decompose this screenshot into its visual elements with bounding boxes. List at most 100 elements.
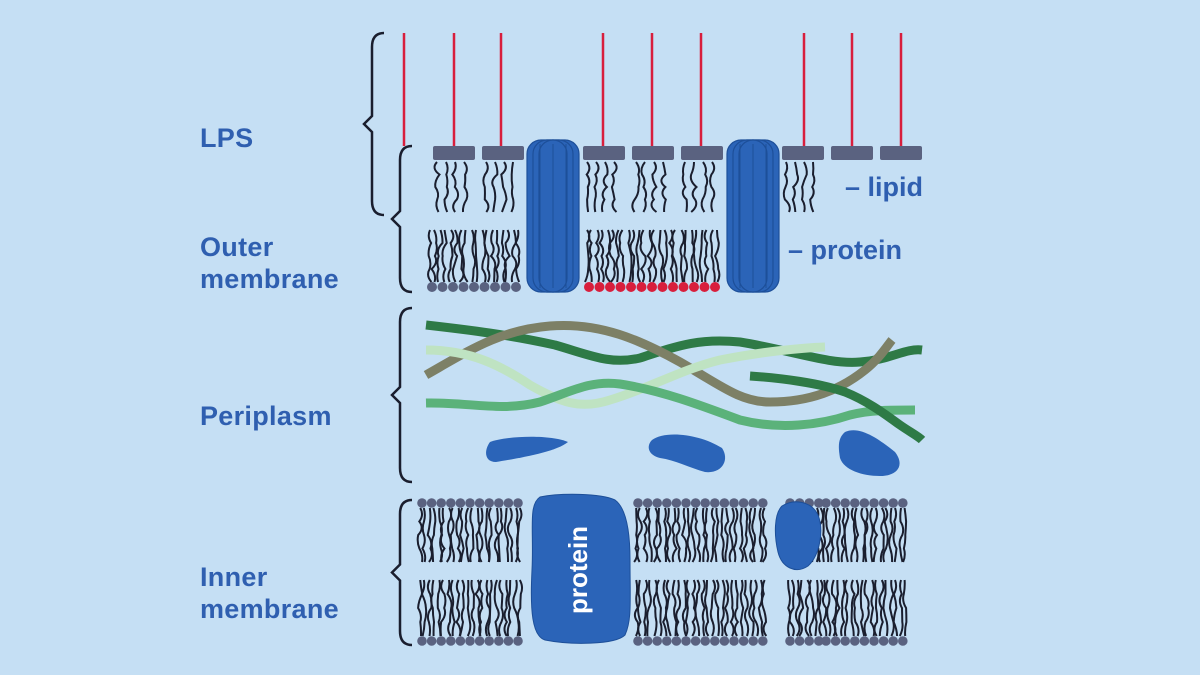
lipid-tail <box>497 507 504 563</box>
lipid-head <box>840 636 850 646</box>
lipid-head <box>758 498 768 508</box>
lipid-tail <box>459 507 465 563</box>
lipid-a-head <box>636 282 647 292</box>
lipid-tail <box>436 229 444 283</box>
lipid-tail <box>723 579 730 637</box>
lipid-head <box>738 498 749 508</box>
lipid-tail <box>417 579 424 637</box>
lipid-head <box>500 282 511 292</box>
lps-head-block <box>681 146 723 160</box>
lipid-head <box>671 636 682 646</box>
lipid-a-head <box>668 282 678 292</box>
lipid-tail <box>506 507 514 563</box>
lipid-tail <box>752 579 760 637</box>
lipid-tail <box>853 579 860 637</box>
lipid-tail <box>872 507 879 563</box>
lipid-tail <box>461 229 469 283</box>
lipid-tail <box>515 507 523 563</box>
lipid-tail <box>882 579 889 637</box>
lipid-tail <box>892 579 899 637</box>
lipid-tail <box>703 507 710 563</box>
lipid-tail <box>604 229 612 283</box>
lipid-tail <box>650 161 658 213</box>
lipid-head <box>662 636 672 646</box>
lipid-tail <box>416 507 424 563</box>
lipid-tail <box>709 579 716 637</box>
lipid-head <box>719 498 730 508</box>
lipid-head <box>494 498 504 508</box>
lipid-head <box>490 282 500 292</box>
lipid-tail <box>758 507 764 563</box>
lipid-tail <box>441 229 448 283</box>
lipid-tail <box>898 579 904 637</box>
lipid-a-head <box>678 282 689 292</box>
lipid-tail <box>451 229 459 283</box>
lipid-tail <box>615 229 620 283</box>
lipid-head <box>700 498 710 508</box>
lipid-head <box>437 282 448 292</box>
lipid-tail <box>686 507 692 563</box>
lipid-tail <box>493 579 500 637</box>
lipid-head <box>484 636 495 646</box>
lipid-tail <box>728 507 735 563</box>
lipid-tail <box>466 579 472 637</box>
lipid-tail <box>690 229 696 283</box>
lipid-head <box>455 636 466 646</box>
lipid-tail <box>478 507 484 563</box>
lipid-a-head <box>657 282 668 292</box>
lipid-tail <box>455 579 462 637</box>
lipid-head <box>642 498 653 508</box>
lipid-head <box>465 636 475 646</box>
lipid-tail <box>598 229 605 283</box>
lipid-head <box>888 498 898 508</box>
lipid-head <box>633 498 643 508</box>
lipid-tail <box>691 579 697 637</box>
lipid-head <box>511 282 521 292</box>
lipid-tail <box>600 161 609 213</box>
lipid-tail <box>679 229 685 283</box>
lps-head-block <box>782 146 824 160</box>
lipid-tail <box>794 579 801 637</box>
lipid-tail <box>646 579 652 637</box>
lipid-tail <box>470 579 476 637</box>
lipid-tail <box>666 507 672 563</box>
bracket <box>390 498 413 647</box>
inner-membrane-small-protein <box>774 501 822 570</box>
lipid-tail <box>663 507 668 563</box>
lipid-head <box>821 498 831 508</box>
lipid-head <box>681 498 691 508</box>
lipid-tail <box>642 579 649 637</box>
lipid-tail <box>720 507 725 563</box>
lps-head-block <box>880 146 922 160</box>
lipid-head <box>814 636 824 646</box>
lipid-tail <box>503 507 510 563</box>
lipid-head <box>758 636 768 646</box>
lipid-tail <box>892 507 898 563</box>
lipid-head <box>479 282 490 292</box>
lps-label: LPS <box>200 123 254 153</box>
lipid-head <box>426 636 437 646</box>
lipid-tail <box>500 229 507 283</box>
lipid-tail <box>844 579 849 637</box>
lipid-tail <box>798 579 805 637</box>
lipid-head <box>830 636 841 646</box>
lipid-tail <box>636 507 643 563</box>
lipid-head <box>719 636 730 646</box>
lipid-tail <box>791 161 799 213</box>
periplasmic-protein <box>486 436 568 462</box>
lipid-tail <box>698 229 704 283</box>
lipid-tail <box>681 161 688 213</box>
lipid-tail <box>879 507 886 563</box>
lipid-tail <box>459 579 466 637</box>
lipid-head <box>710 636 720 646</box>
outer-membrane-layer <box>427 139 816 293</box>
lipid-tail <box>474 229 479 283</box>
lipid-tail <box>487 579 493 637</box>
lipid-head <box>469 282 479 292</box>
lipid-tail <box>662 229 668 283</box>
lipid-tail <box>475 507 481 563</box>
lipid-tail <box>430 579 436 637</box>
lipid-tail <box>585 161 591 213</box>
